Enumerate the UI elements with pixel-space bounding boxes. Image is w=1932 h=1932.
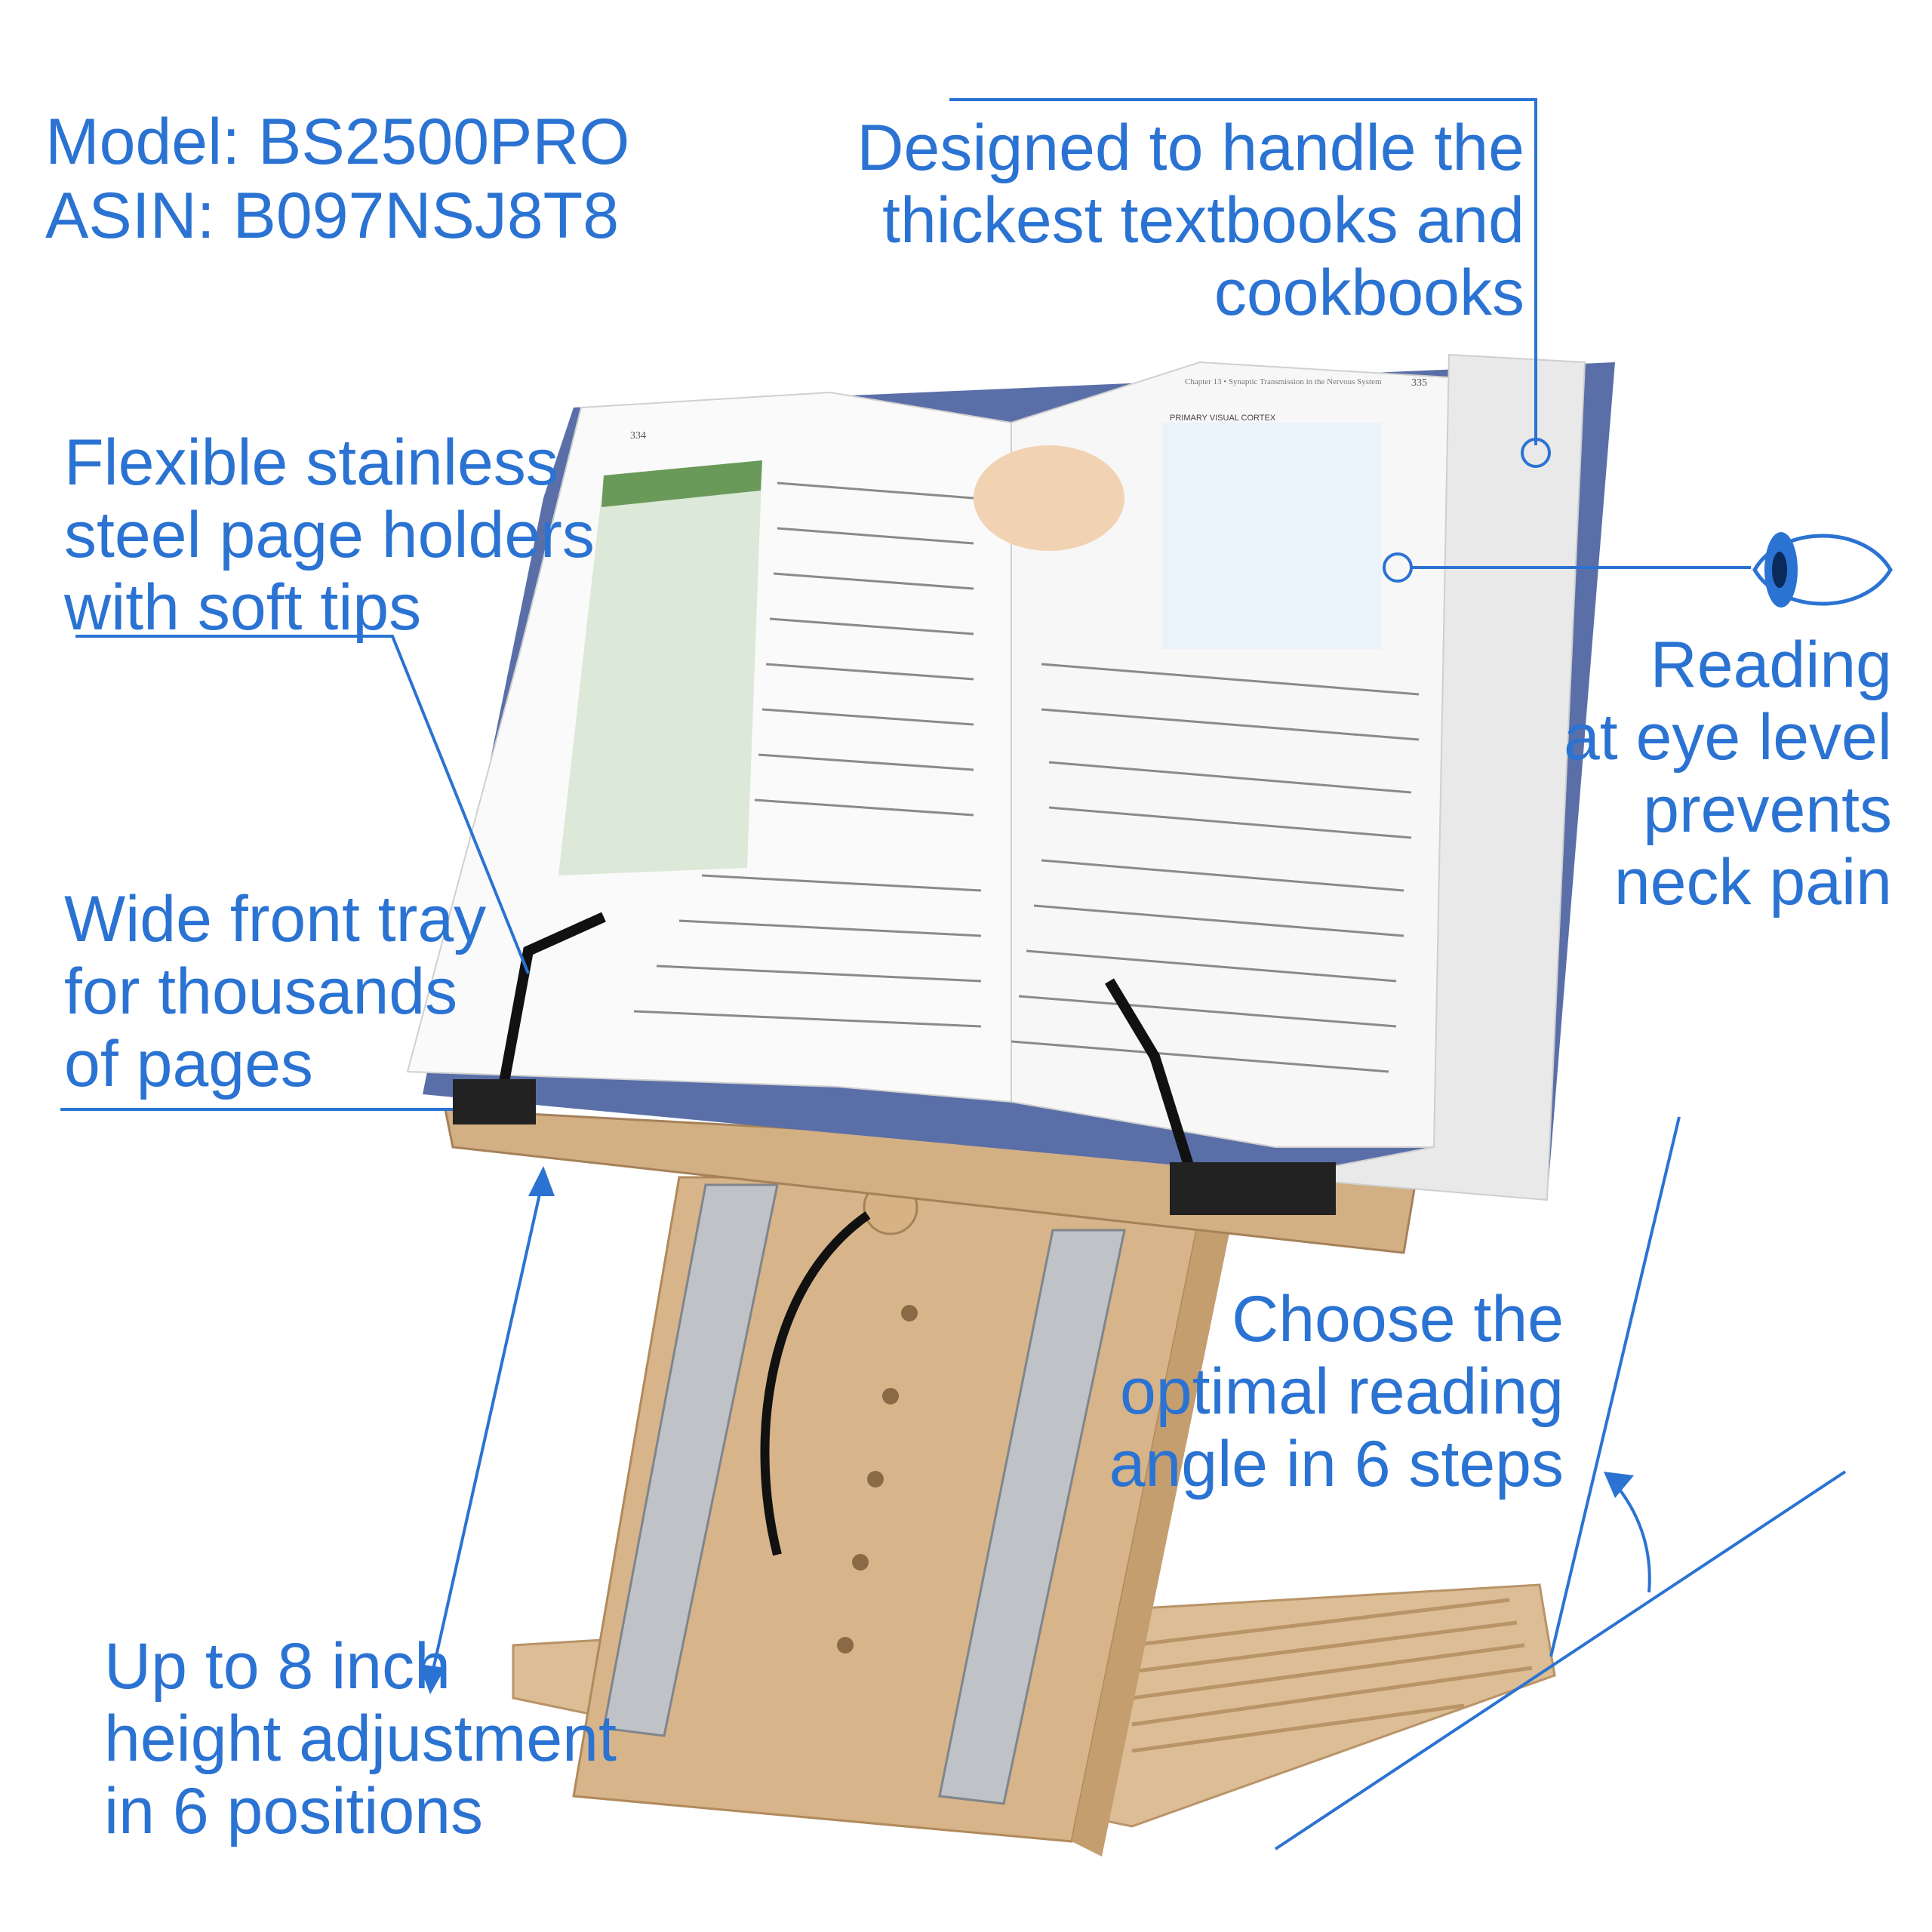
page-holders-callout: Flexible stainless steel page holders wi…	[64, 426, 595, 644]
left-page-number: 334	[630, 430, 646, 441]
book-table	[558, 460, 762, 875]
book-table-header	[601, 460, 762, 507]
support-panel-side	[1072, 1177, 1238, 1857]
height-callout: Up to 8 inch height adjustment in 6 posi…	[104, 1630, 617, 1847]
tray-callout: Wide front tray for thousands of pages	[64, 883, 487, 1100]
eye-level-callout: Reading at eye level prevents neck pain	[1563, 629, 1892, 918]
eye-icon	[1752, 532, 1893, 608]
base-grooves	[1131, 1598, 1533, 1753]
asin-label: ASIN: B097NSJ8T8	[45, 180, 620, 252]
height-arrow-top	[528, 1166, 555, 1196]
model-label: Model: BS2500PRO	[45, 106, 630, 178]
brain-figure	[974, 445, 1124, 551]
figure-title: PRIMARY VISUAL CORTEX	[1170, 414, 1276, 423]
left-holder-clamp	[453, 1079, 536, 1124]
book-right-text	[1011, 663, 1420, 1073]
height-arrow	[429, 1177, 545, 1684]
height-arrow-bottom	[419, 1664, 445, 1694]
right-page-header: Chapter 13 • Synaptic Transmission in th…	[1185, 377, 1382, 386]
textbooks-leader	[949, 98, 1537, 445]
right-page-holder	[1104, 978, 1198, 1180]
left-slide	[602, 1183, 779, 1737]
right-slide	[938, 1229, 1126, 1805]
book-figure	[1162, 423, 1381, 649]
book-left-text	[633, 481, 982, 1028]
angle-arc-arrow	[1604, 1472, 1634, 1498]
angle-arc	[1610, 1478, 1651, 1593]
textbooks-callout: Designed to handle the thickest textbook…	[857, 112, 1524, 329]
angle-line-base	[1274, 1470, 1847, 1850]
angle-line-vertical	[1549, 1116, 1681, 1657]
right-holder-clamp	[1170, 1162, 1336, 1215]
cord	[760, 1211, 871, 1556]
textbooks-leader-dot	[1521, 438, 1551, 468]
right-page-number: 335	[1411, 377, 1427, 389]
page-holders-leader	[75, 635, 530, 974]
eye-level-leader-dot	[1383, 552, 1413, 583]
angle-callout: Choose the optimal reading angle in 6 st…	[1109, 1283, 1564, 1500]
left-page-holder	[497, 912, 606, 1096]
adjustment-holes	[837, 1305, 918, 1654]
